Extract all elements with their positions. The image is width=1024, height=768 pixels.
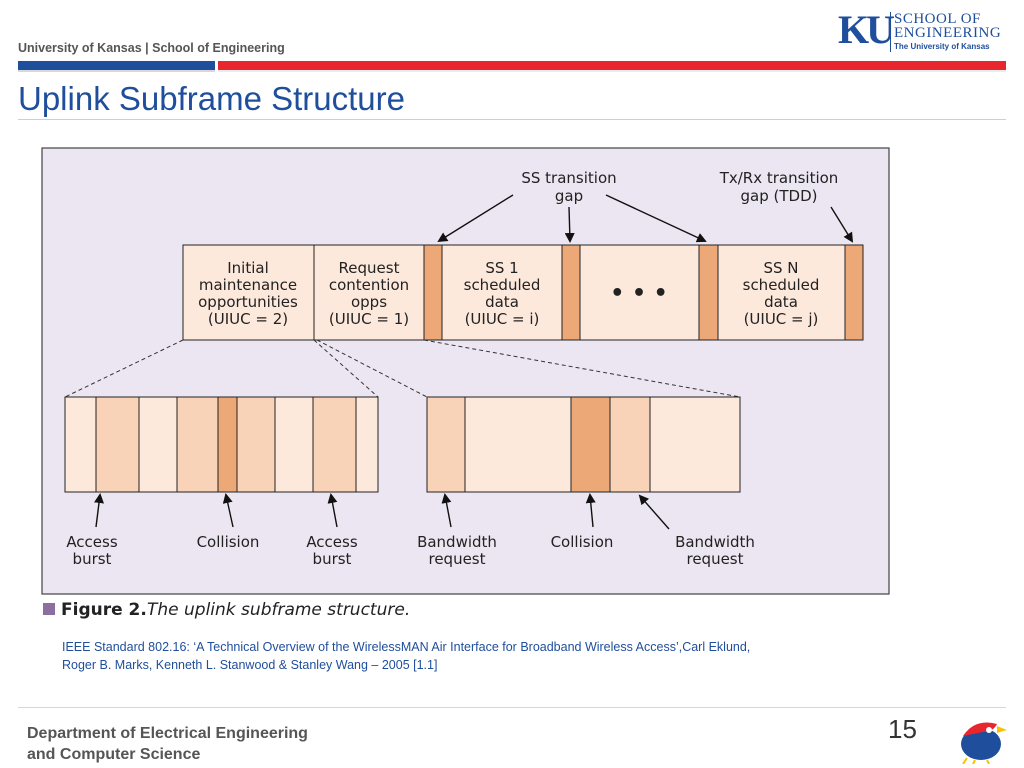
rc-slot-2 [464, 396, 572, 493]
slide-title: Uplink Subframe Structure [18, 80, 405, 117]
initial-label-4: (UIUC = 2) [208, 310, 288, 328]
ss1-scheduled-block [441, 244, 563, 341]
im-slot-7 [274, 396, 314, 493]
footer-department: Department of Electrical Engineering and… [27, 723, 308, 765]
expand-line-1 [64, 339, 184, 398]
txrx-transition-gap [844, 244, 864, 341]
rc-slot-collision [570, 396, 611, 493]
uplink-subframe-figure: Initial maintenance opportunities (UIUC … [41, 147, 890, 620]
expand-line-2 [313, 339, 379, 398]
institution-header: University of Kansas | School of Enginee… [18, 41, 285, 55]
ellipsis-block [579, 244, 700, 341]
caption-prefix: Figure 2. [61, 600, 147, 620]
ss1-label-3: data [485, 293, 519, 311]
ssn-label-1: SS N [763, 259, 798, 277]
im-slot-9 [355, 396, 379, 493]
top-arrows [437, 194, 854, 243]
ssn-label-2: scheduled [743, 276, 820, 294]
collision-1-label: Collision [197, 533, 260, 551]
ss1-label-1: SS 1 [485, 259, 518, 277]
logo-school-of: SCHOOL OF [894, 11, 981, 27]
txrx-label-1: Tx/Rx transition [719, 169, 839, 187]
caption-text: The uplink subframe structure. [147, 600, 410, 620]
initial-maintenance-expansion [64, 396, 379, 493]
expand-line-4 [423, 339, 741, 398]
bandwidth-request-1-label-1: Bandwidth [417, 533, 497, 551]
access-burst-2-label-2: burst [313, 550, 352, 568]
figure-panel [41, 147, 890, 595]
request-label-2: contention [329, 276, 409, 294]
logo-university: The University of Kansas [894, 42, 990, 51]
logo-divider [890, 12, 891, 52]
arrow-collision-2 [585, 493, 596, 528]
citation-line-1: IEEE Standard 802.16: ‘A Technical Overv… [62, 640, 751, 654]
caption-square [43, 603, 55, 615]
arrow-collision-1 [222, 493, 234, 528]
rc-slot-4 [609, 396, 651, 493]
initial-label-2: maintenance [199, 276, 297, 294]
arrow-to-gap-2 [564, 206, 575, 243]
ss-transition-gap-1 [423, 244, 443, 341]
ss-transition-label-2: gap [555, 187, 583, 205]
bandwidth-request-2-label-2: request [686, 550, 743, 568]
citation-line-2: Roger B. Marks, Kenneth L. Stanwood & St… [62, 658, 438, 672]
request-label-3: opps [351, 293, 387, 311]
access-burst-2-label-1: Access [306, 533, 358, 551]
collision-2-label: Collision [551, 533, 614, 551]
bottom-arrows [94, 493, 670, 530]
rc-slot-1 [426, 396, 466, 493]
arrow-to-gap-1 [437, 194, 514, 243]
header-bar-blue [18, 61, 215, 70]
arrow-bandwidth-request-1 [441, 493, 452, 528]
access-burst-1-label-1: Access [66, 533, 118, 551]
ss-transition-gap-3 [698, 244, 719, 341]
ss1-label-4: (UIUC = i) [465, 310, 540, 328]
header-bar-blue-shadow [18, 70, 215, 72]
request-contention-block [313, 244, 425, 341]
txrx-label-2: gap (TDD) [741, 187, 818, 205]
im-slot-1 [64, 396, 97, 493]
title-divider [18, 119, 1006, 120]
ssn-label-4: (UIUC = j) [744, 310, 819, 328]
logo-engineering: ENGINEERING [894, 25, 1002, 41]
im-slot-2 [95, 396, 140, 493]
arrow-to-gap-3 [605, 194, 707, 243]
expansion-lines [64, 339, 741, 398]
header-bar-red-shadow [218, 70, 1006, 72]
im-slot-6 [236, 396, 276, 493]
arrow-access-burst-2 [327, 493, 338, 528]
ss-transition-label-1: SS transition [521, 169, 616, 187]
ssn-label-3: data [764, 293, 798, 311]
ku-engineering-logo: KU SCHOOL OF ENGINEERING The University … [838, 8, 1008, 56]
ku-logo-letters: KU [838, 7, 895, 52]
arrow-bandwidth-request-2 [638, 494, 670, 530]
footer-dept-line-2: and Computer Science [27, 746, 201, 763]
header-bar-red [218, 61, 1006, 70]
im-slot-collision [217, 396, 238, 493]
ellipsis-label: • • • [610, 281, 668, 306]
ss1-label-2: scheduled [464, 276, 541, 294]
page-number: 15 [888, 714, 917, 744]
initial-label-3: opportunities [198, 293, 298, 311]
access-burst-1-label-2: burst [73, 550, 112, 568]
bandwidth-request-2-label-1: Bandwidth [675, 533, 755, 551]
request-label-1: Request [339, 259, 400, 277]
ss-transition-gap-2 [561, 244, 581, 341]
initial-label-1: Initial [227, 259, 269, 277]
citation: IEEE Standard 802.16: ‘A Technical Overv… [62, 638, 862, 674]
ssn-scheduled-block [717, 244, 846, 341]
im-slot-8 [312, 396, 357, 493]
arrow-to-txrx-gap [830, 206, 854, 243]
arrow-access-burst-1 [94, 493, 104, 528]
footer-dept-line-1: Department of Electrical Engineering [27, 725, 308, 742]
footer-divider [18, 707, 1006, 708]
jayhawk-icon [961, 722, 1007, 764]
bandwidth-request-1-label-2: request [428, 550, 485, 568]
im-slot-4 [176, 396, 219, 493]
im-slot-3 [138, 396, 178, 493]
top-subframe [182, 244, 864, 341]
request-contention-expansion [426, 396, 741, 493]
rc-slot-5 [649, 396, 741, 493]
request-label-4: (UIUC = 1) [329, 310, 409, 328]
